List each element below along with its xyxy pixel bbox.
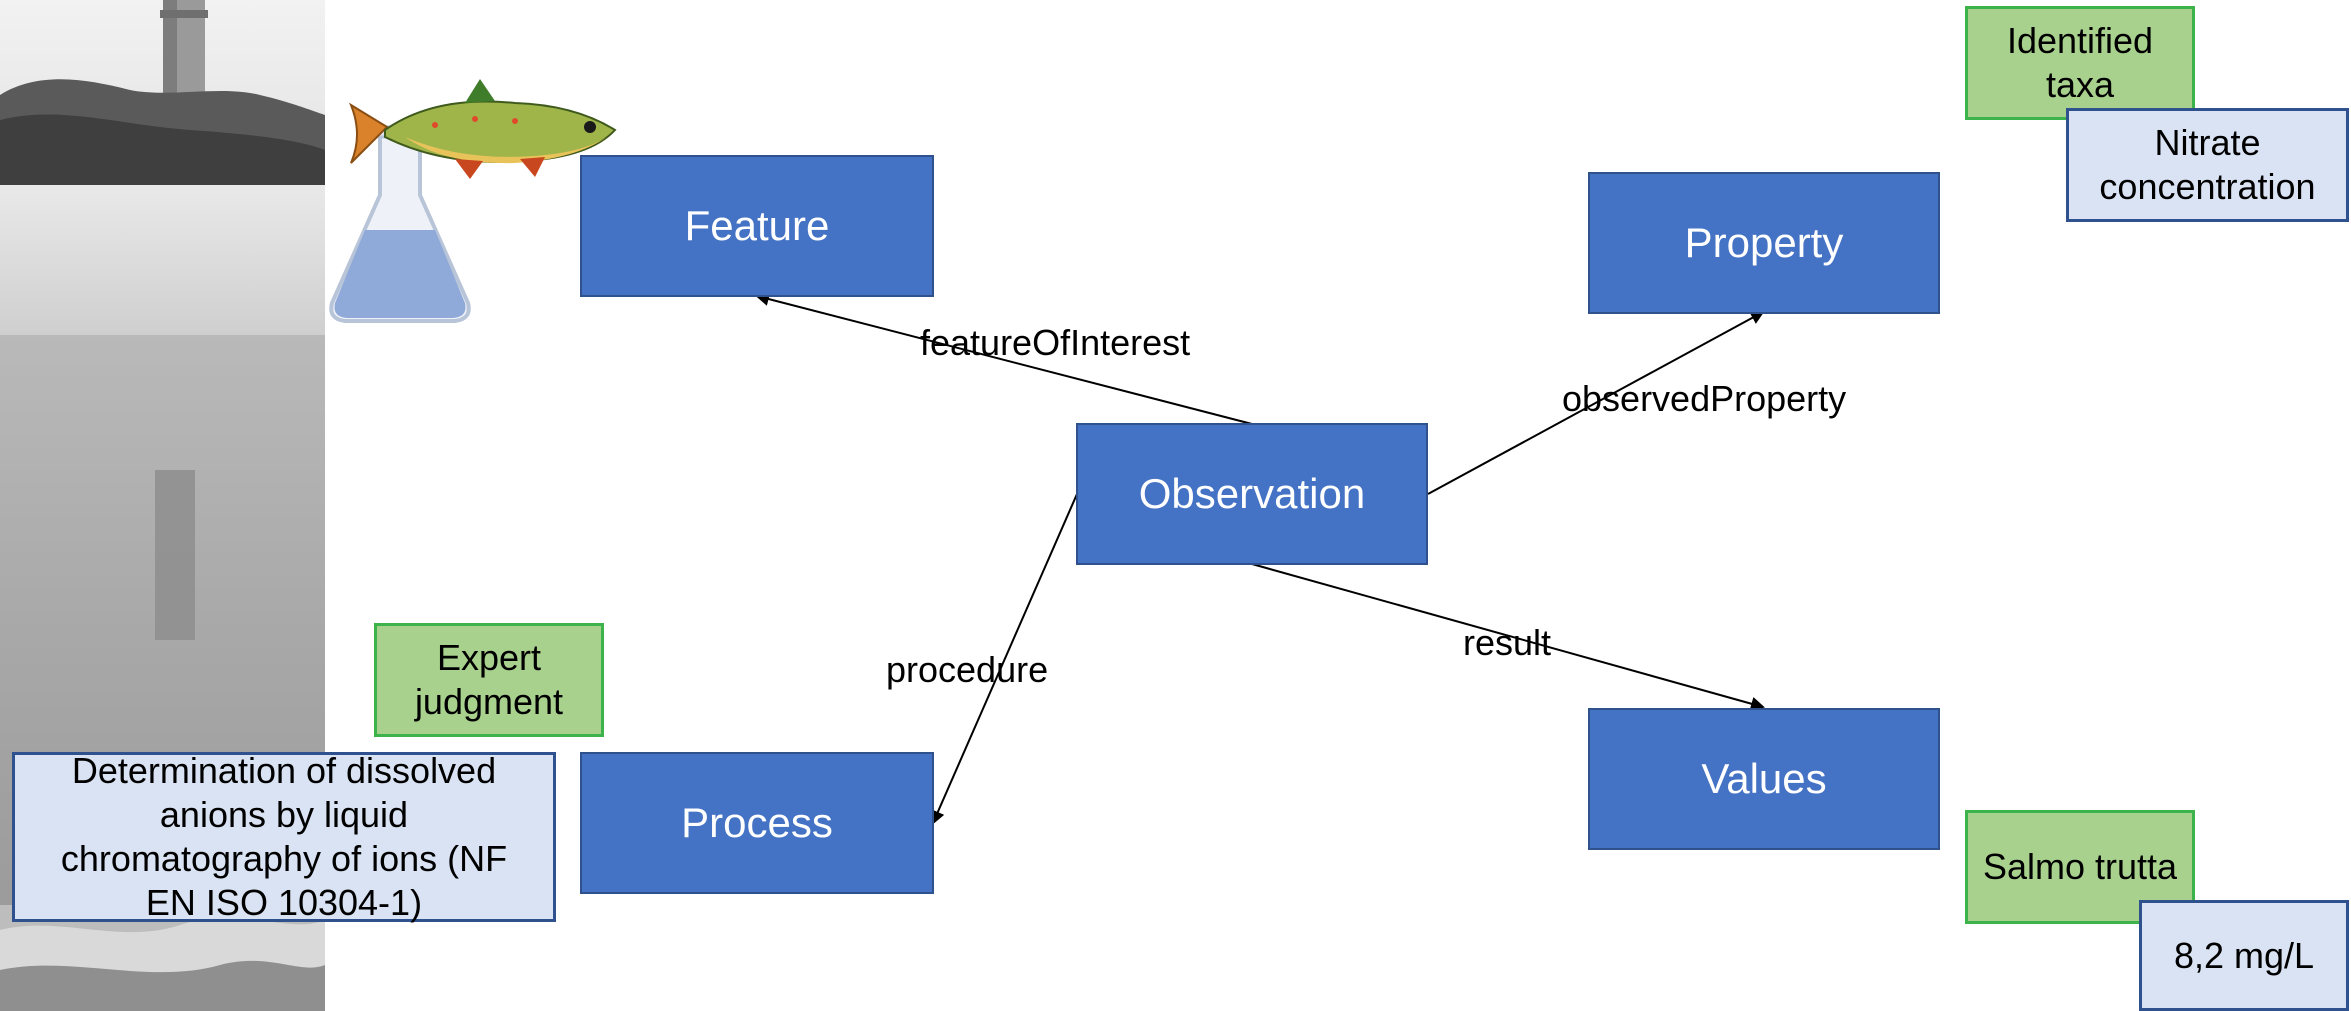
flask-icon bbox=[329, 125, 471, 323]
values-node[interactable]: Values bbox=[1588, 708, 1940, 850]
procedure-label: procedure bbox=[886, 649, 1049, 690]
identified-taxa-box: Identified taxa bbox=[1965, 6, 2195, 120]
edge-procedure bbox=[931, 493, 1078, 825]
feature-node[interactable]: Feature bbox=[580, 155, 934, 297]
fish-icon bbox=[348, 79, 617, 179]
edge-observed-property bbox=[1427, 311, 1765, 495]
edge-feature-of-interest bbox=[755, 292, 1253, 425]
nitrate-concentration-text: Nitrate concentration bbox=[2099, 122, 2316, 207]
value-measured-box: 8,2 mg/L bbox=[2139, 900, 2349, 1011]
expert-judgment-box: Expert judgment bbox=[374, 623, 604, 737]
expert-judgment-text: Expert judgment bbox=[414, 637, 564, 722]
result-label: result bbox=[1463, 622, 1552, 663]
determination-method-text: Determination of dissolved anions by liq… bbox=[60, 750, 508, 923]
salmo-trutta-text: Salmo trutta bbox=[1982, 846, 2178, 887]
salmo-trutta-box: Salmo trutta bbox=[1965, 810, 2195, 924]
nitrate-concentration-box: Nitrate concentration bbox=[2066, 108, 2349, 222]
process-node[interactable]: Process bbox=[580, 752, 934, 894]
edge-result bbox=[1251, 563, 1765, 711]
lighthouse-beach-photo bbox=[0, 0, 325, 1011]
identified-taxa-text: Identified taxa bbox=[2006, 20, 2154, 105]
determination-method-box: Determination of dissolved anions by liq… bbox=[12, 750, 556, 923]
feature-of-interest-label: featureOfInterest bbox=[920, 322, 1191, 363]
observation-node[interactable]: Observation bbox=[1076, 423, 1428, 565]
value-measured-text: 8,2 mg/L bbox=[2173, 934, 2315, 976]
property-node[interactable]: Property bbox=[1588, 172, 1940, 314]
observed-property-label: observedProperty bbox=[1562, 378, 1847, 419]
